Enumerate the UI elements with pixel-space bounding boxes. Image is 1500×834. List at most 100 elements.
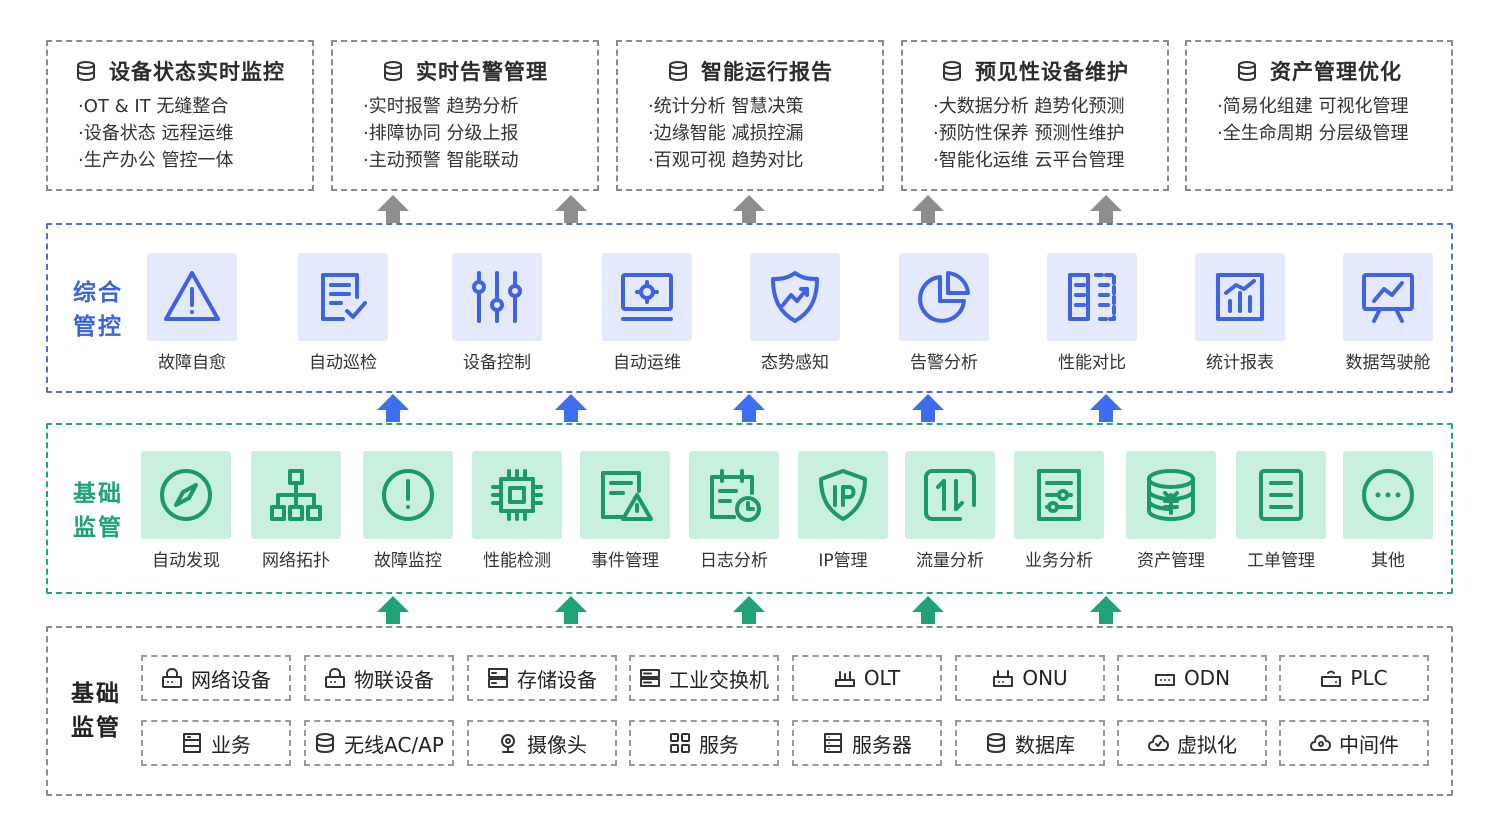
value-item: ·设备状态 远程运维 <box>78 123 234 144</box>
blue-up-arrow <box>553 392 589 424</box>
comprehensive-tile: 性能对比 <box>1047 253 1137 373</box>
database-icon <box>985 732 1007 754</box>
value-item: ·百观可视 趋势对比 <box>648 150 804 171</box>
device-chip: 物联设备 <box>304 655 454 701</box>
business-icon <box>181 732 203 754</box>
blue-up-arrow <box>375 392 411 424</box>
tile-label: 事件管理 <box>591 551 659 571</box>
gray-up-arrow <box>1088 193 1124 225</box>
comprehensive-tile: 自动运维 <box>602 253 692 373</box>
tile-label: 流量分析 <box>916 551 984 571</box>
device-chip-label: OLT <box>863 666 901 690</box>
device-chip: 存储设备 <box>467 655 617 701</box>
device-chip-label: 服务 <box>699 732 739 757</box>
value-box-4: 预见性设备维护 ·大数据分析 趋势化预测 ·预防性保养 预测性维护 ·智能化运维… <box>901 40 1169 191</box>
tile-label: 告警分析 <box>910 353 978 373</box>
blue-up-arrow <box>1088 392 1124 424</box>
green-up-arrow <box>375 594 411 626</box>
device-chip-label: 摄像头 <box>527 732 587 757</box>
monitor-gear-icon <box>602 253 692 341</box>
device-layer-label: 基础 监管 <box>70 677 122 745</box>
tile-label: 数据驾驶舱 <box>1345 353 1431 373</box>
camera-icon <box>497 732 519 754</box>
basic-tile: 流量分析 <box>905 451 995 571</box>
device-chip: 无线AC/AP <box>304 720 454 766</box>
server-icon <box>822 732 844 754</box>
device-chip-label: 存储设备 <box>517 667 597 692</box>
tile-label: 自动发现 <box>152 551 220 571</box>
label-line: 基础 <box>71 681 121 707</box>
shield-trend-icon <box>750 253 840 341</box>
device-chip: 数据库 <box>955 720 1105 766</box>
tile-label: IP管理 <box>818 551 868 571</box>
clipboard-icon <box>1236 451 1326 539</box>
value-item: ·全生命周期 分层级管理 <box>1217 123 1409 144</box>
comprehensive-tile: 自动巡检 <box>298 253 388 373</box>
tile-label: 工单管理 <box>1247 551 1315 571</box>
device-chip: ONU <box>955 655 1105 701</box>
cloud-gear-icon <box>1309 732 1331 754</box>
device-chip-label: 网络设备 <box>191 667 271 692</box>
plc-icon <box>1320 667 1342 689</box>
basic-tile: 业务分析 <box>1014 451 1104 571</box>
device-chip: ODN <box>1117 655 1267 701</box>
value-box-title: 智能运行报告 <box>701 60 833 84</box>
document-warning-icon <box>580 451 670 539</box>
tile-label: 资产管理 <box>1137 551 1205 571</box>
label-line: 监管 <box>73 515 123 541</box>
value-box-title: 设备状态实时监控 <box>109 60 285 84</box>
tile-label: 态势感知 <box>761 353 829 373</box>
basic-tile: 日志分析 <box>689 451 779 571</box>
device-chip-label: 物联设备 <box>354 667 434 692</box>
tile-label: 设备控制 <box>463 353 531 373</box>
database-icon <box>314 732 336 754</box>
grid-icon <box>669 732 691 754</box>
green-up-arrow <box>910 594 946 626</box>
green-up-arrow <box>1088 594 1124 626</box>
basic-tile: 工单管理 <box>1236 451 1326 571</box>
value-box-1: 设备状态实时监控 ·OT & IT 无缝整合 ·设备状态 远程运维 ·生产办公 … <box>46 40 314 191</box>
value-item: ·实时报警 趋势分析 <box>363 96 519 117</box>
database-icon <box>941 60 963 82</box>
bar-report-icon <box>1195 253 1285 341</box>
form-sliders-icon <box>1014 451 1104 539</box>
comprehensive-tile: 故障自愈 <box>147 253 237 373</box>
cloud-icon <box>1147 732 1169 754</box>
basic-tile: 其他 <box>1343 451 1433 571</box>
blue-up-arrow <box>910 392 946 424</box>
tile-label: 故障自愈 <box>158 353 226 373</box>
device-chip: 网络设备 <box>141 655 291 701</box>
tile-label: 网络拓扑 <box>262 551 330 571</box>
topology-icon <box>251 451 341 539</box>
value-box-title: 资产管理优化 <box>1270 60 1402 84</box>
device-chip-label: 无线AC/AP <box>344 732 444 757</box>
device-chip: 虚拟化 <box>1117 720 1267 766</box>
device-chip: OLT <box>792 655 942 701</box>
value-item: ·统计分析 智慧决策 <box>648 96 804 117</box>
tile-label: 自动巡检 <box>309 353 377 373</box>
calendar-clock-icon <box>689 451 779 539</box>
value-item: ·排障协同 分级上报 <box>363 123 519 144</box>
value-item: ·简易化组建 可视化管理 <box>1217 96 1409 117</box>
device-chip-label: 数据库 <box>1015 732 1075 757</box>
comprehensive-tile: 告警分析 <box>899 253 989 373</box>
device-chip-label: 虚拟化 <box>1177 732 1237 757</box>
value-item: ·智能化运维 云平台管理 <box>933 150 1125 171</box>
comprehensive-tile: 态势感知 <box>750 253 840 373</box>
device-chip-label: 中间件 <box>1339 732 1399 757</box>
tile-label: 自动运维 <box>613 353 681 373</box>
label-line: 监管 <box>71 715 121 741</box>
coin-stack-icon <box>1126 451 1216 539</box>
comprehensive-tile: 数据驾驶舱 <box>1343 253 1433 373</box>
value-box-3: 智能运行报告 ·统计分析 智慧决策 ·边缘智能 减损控漏 ·百观可视 趋势对比 <box>616 40 884 191</box>
gray-up-arrow <box>910 193 946 225</box>
device-chip-label: 服务器 <box>852 732 912 757</box>
device-chip: 摄像头 <box>467 720 617 766</box>
book-compare-icon <box>1047 253 1137 341</box>
lock-device-icon <box>324 667 346 689</box>
tile-label: 统计报表 <box>1206 353 1274 373</box>
device-chip: 中间件 <box>1279 720 1429 766</box>
blue-up-arrow <box>731 392 767 424</box>
device-chip-label: PLC <box>1350 666 1388 690</box>
switch-icon <box>639 667 661 689</box>
